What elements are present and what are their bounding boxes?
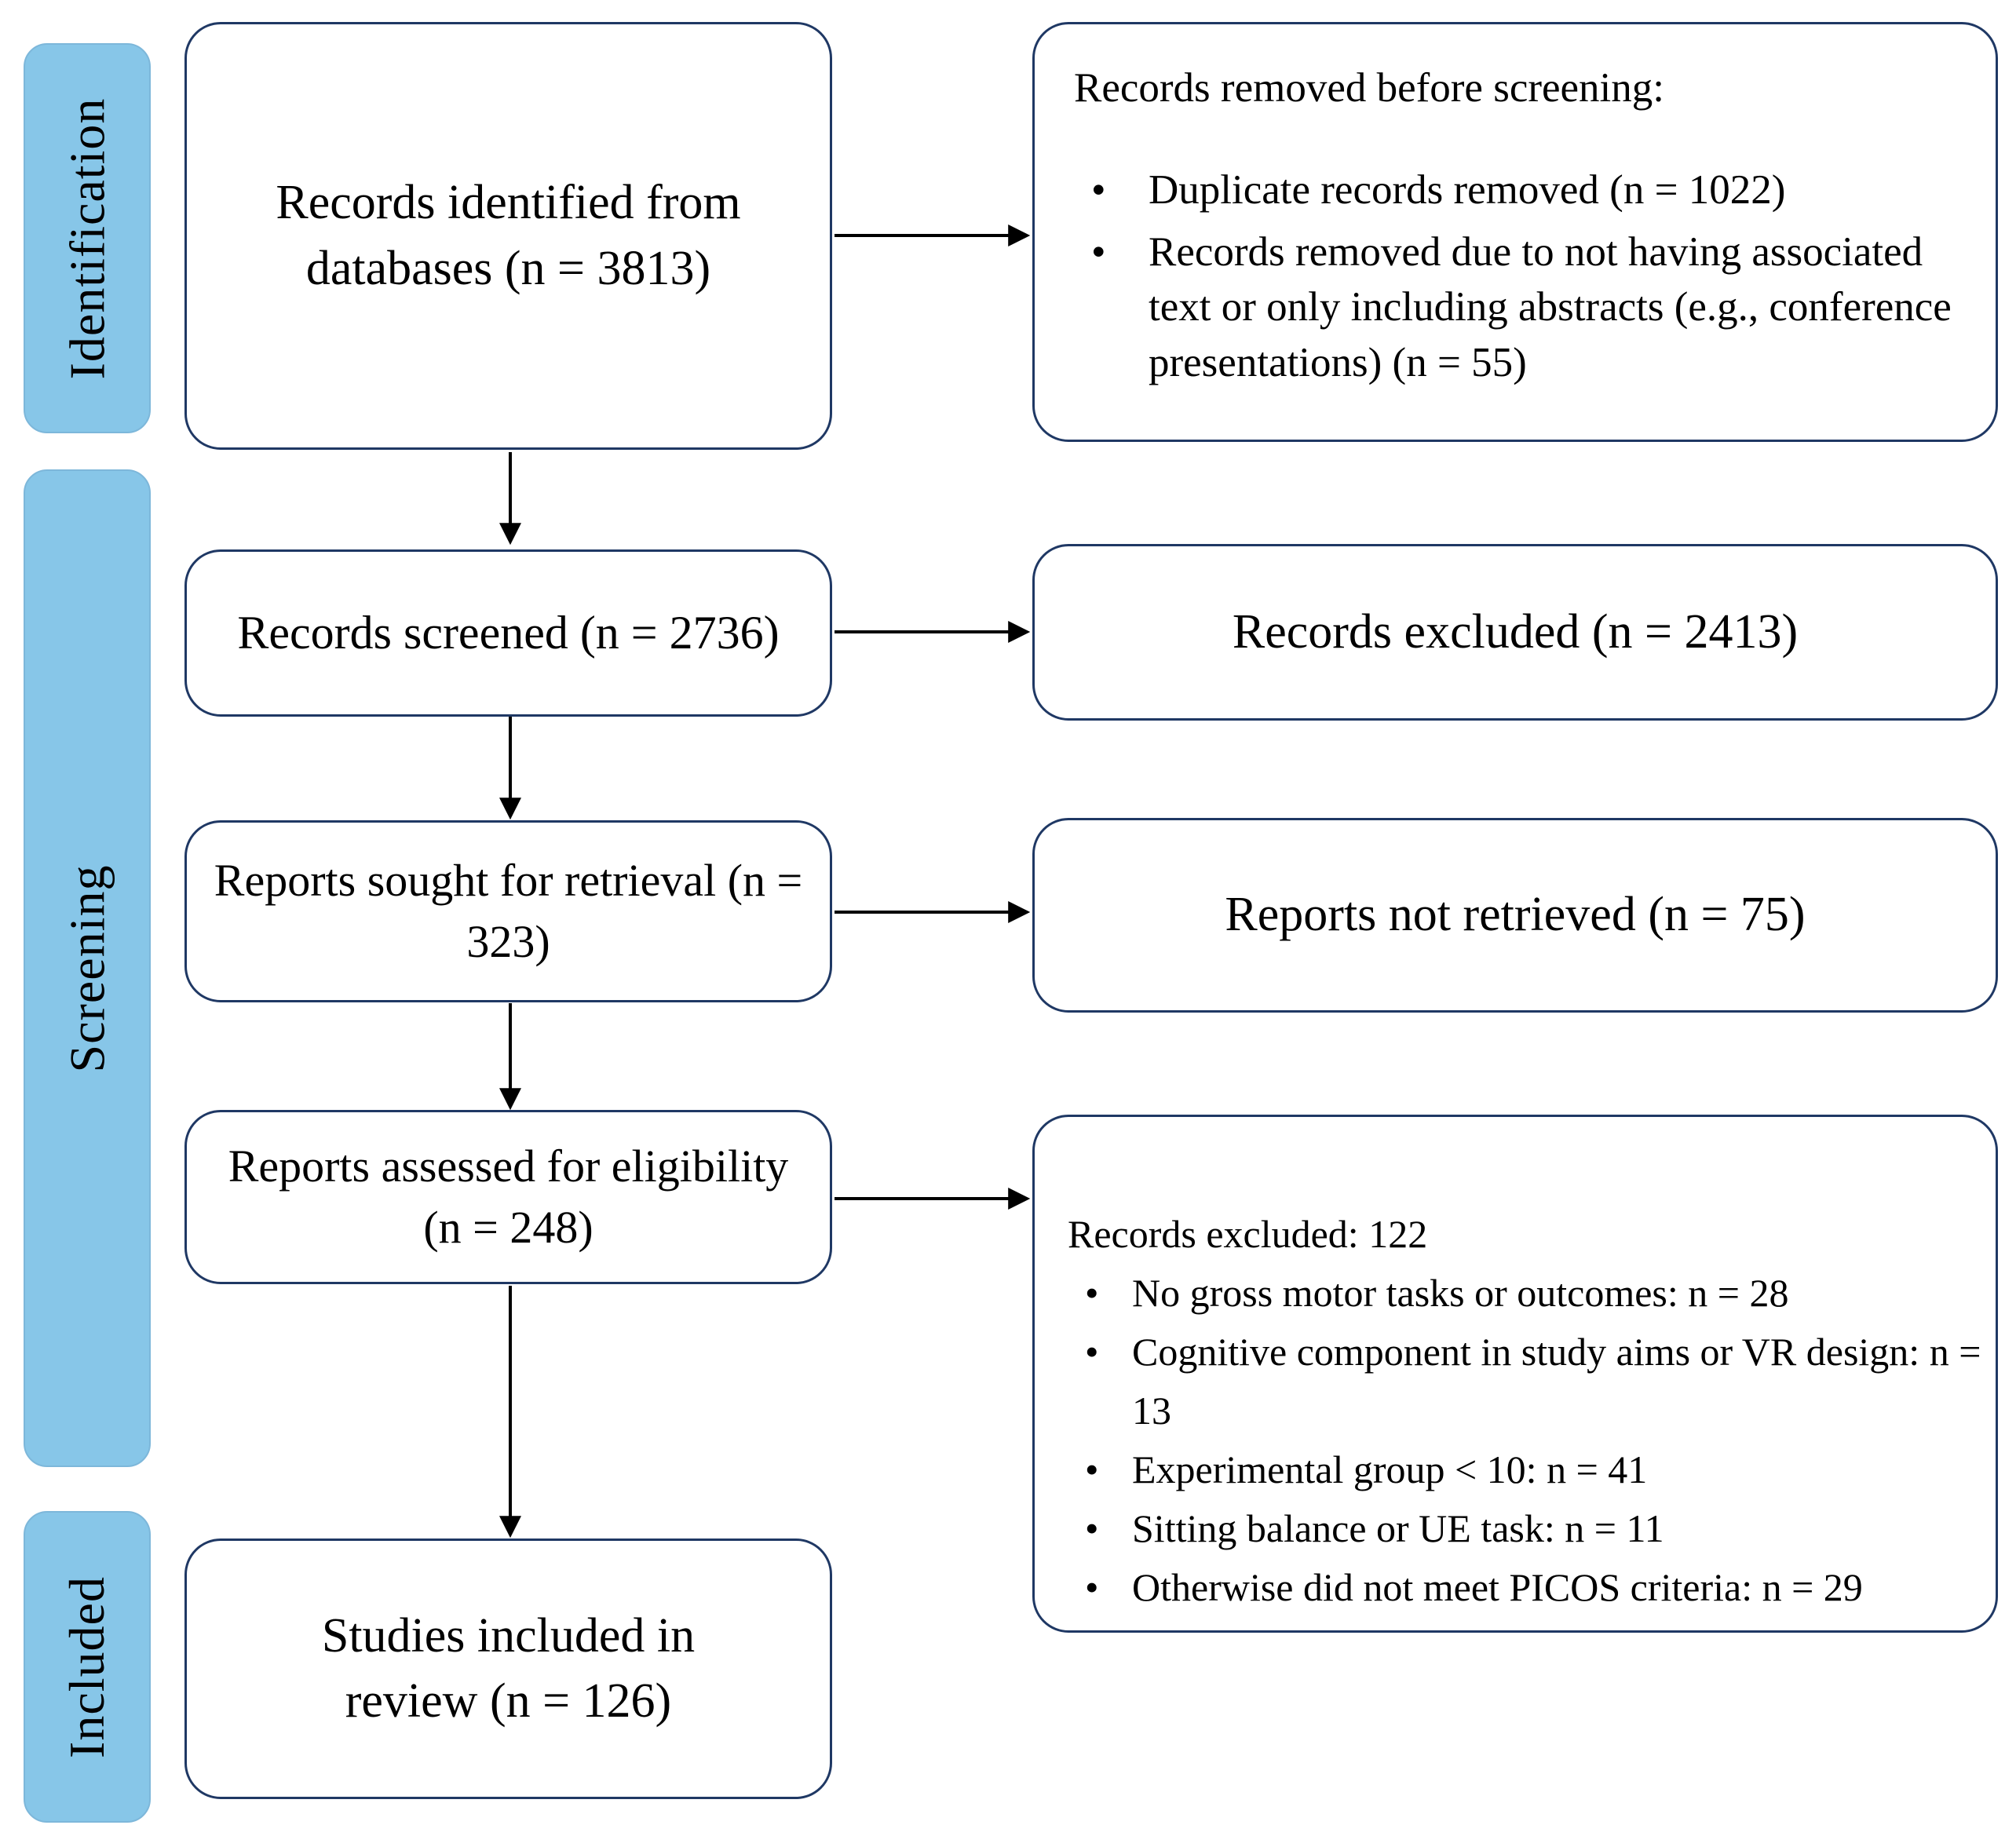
list-item: Records removed due to not having associ… xyxy=(1074,224,1981,390)
stage-label-identification-text: Identification xyxy=(59,97,115,379)
box-removed-before-screening: Records removed before screening: Duplic… xyxy=(1032,22,1998,442)
box-reports-sought-text: Reports sought for retrieval (n = 323) xyxy=(214,855,803,967)
box-reports-not-retrieved: Reports not retrieved (n = 75) xyxy=(1032,818,1998,1013)
box-removed-before-screening-title: Records removed before screening: xyxy=(1074,65,1664,111)
list-item: Experimental group < 10: n = 41 xyxy=(1068,1440,1996,1499)
list-item: Otherwise did not meet PICOS criteria: n… xyxy=(1068,1558,1996,1617)
list-item: Cognitive component in study aims or VR … xyxy=(1068,1323,1996,1440)
stage-label-screening: Screening xyxy=(24,469,151,1467)
box-reports-assessed-text: Reports assessed for eligibility (n = 24… xyxy=(228,1141,789,1253)
box-studies-included: Studies included in review (n = 126) xyxy=(184,1539,832,1799)
stage-label-identification: Identification xyxy=(24,43,151,433)
box-reports-not-retrieved-text: Reports not retrieved (n = 75) xyxy=(1225,888,1806,942)
list-item: No gross motor tasks or outcomes: n = 28 xyxy=(1068,1264,1996,1323)
list-item: Duplicate records removed (n = 1022) xyxy=(1074,162,1981,218)
box-records-excluded: Records excluded (n = 2413) xyxy=(1032,544,1998,721)
box-fulltext-excluded: Records excluded: 122 No gross motor tas… xyxy=(1032,1115,1998,1633)
box-studies-included-text: Studies included in review (n = 126) xyxy=(321,1608,696,1728)
box-records-screened-text: Records screened (n = 2736) xyxy=(237,607,780,659)
stage-label-included-text: Included xyxy=(59,1575,115,1758)
box-records-screened: Records screened (n = 2736) xyxy=(184,549,832,717)
box-records-identified: Records identified from databases (n = 3… xyxy=(184,22,832,450)
box-reports-sought: Reports sought for retrieval (n = 323) xyxy=(184,820,832,1002)
stage-label-screening-text: Screening xyxy=(59,864,115,1072)
box-fulltext-excluded-title: Records excluded: 122 xyxy=(1068,1212,1428,1256)
box-reports-assessed: Reports assessed for eligibility (n = 24… xyxy=(184,1110,832,1284)
box-records-excluded-text: Records excluded (n = 2413) xyxy=(1232,604,1799,659)
list-item: Sitting balance or UE task: n = 11 xyxy=(1068,1499,1996,1558)
fulltext-excluded-list: No gross motor tasks or outcomes: n = 28… xyxy=(1068,1264,1996,1617)
removed-before-screening-list: Duplicate records removed (n = 1022) Rec… xyxy=(1074,162,1981,390)
box-records-identified-text: Records identified from databases (n = 3… xyxy=(276,176,741,295)
stage-label-included: Included xyxy=(24,1511,151,1823)
